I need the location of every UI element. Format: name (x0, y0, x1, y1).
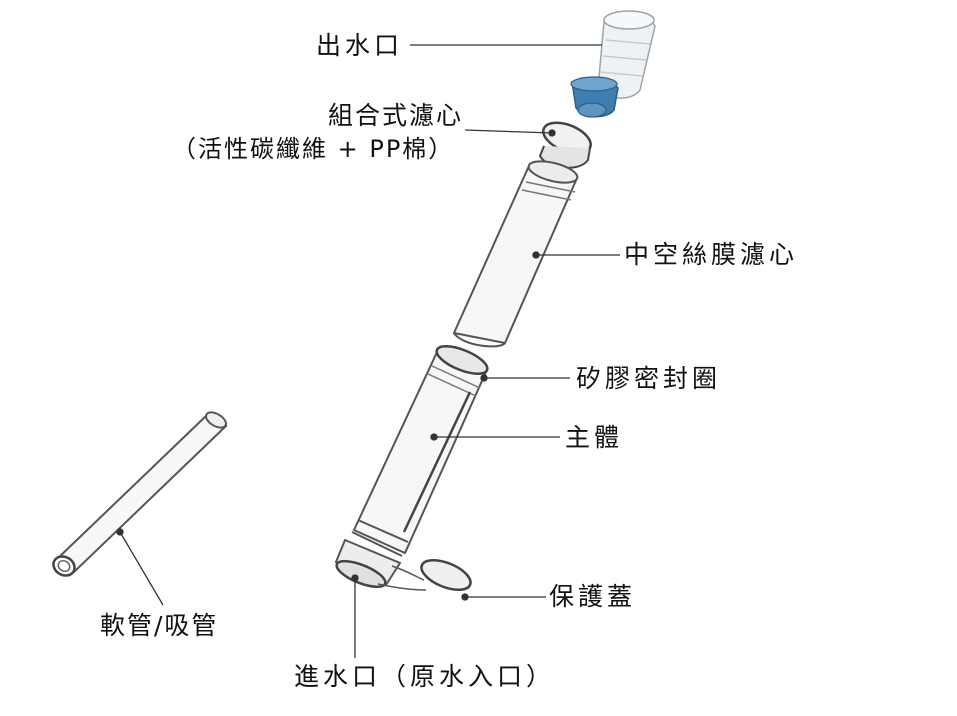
label-protective-cap: 保護蓋 (549, 582, 637, 611)
label-main-body: 主體 (565, 423, 624, 452)
label-outlet: 出水口 (316, 31, 404, 60)
hollow-fiber-cartridge (452, 160, 579, 348)
protective-cap (377, 558, 472, 592)
label-hose: 軟管/吸管 (100, 611, 219, 640)
main-body (334, 345, 489, 589)
leader-hose (119, 531, 164, 606)
outlet-mouthpiece (570, 10, 656, 118)
label-composite-filter-detail: （活性碳纖維 + PP棉） (172, 135, 455, 163)
label-composite-filter: 組合式濾心 (328, 101, 464, 130)
label-silicone-seal: 矽膠密封圈 (576, 364, 722, 393)
hose-straw (52, 411, 228, 577)
leader-lines (116, 44, 620, 658)
label-inlet: 進水口（原水入口） (294, 662, 556, 691)
leader-composite-filter (464, 129, 553, 134)
label-hollow-fiber: 中空絲膜濾心 (624, 240, 799, 269)
composite-filter-disc (538, 121, 592, 169)
